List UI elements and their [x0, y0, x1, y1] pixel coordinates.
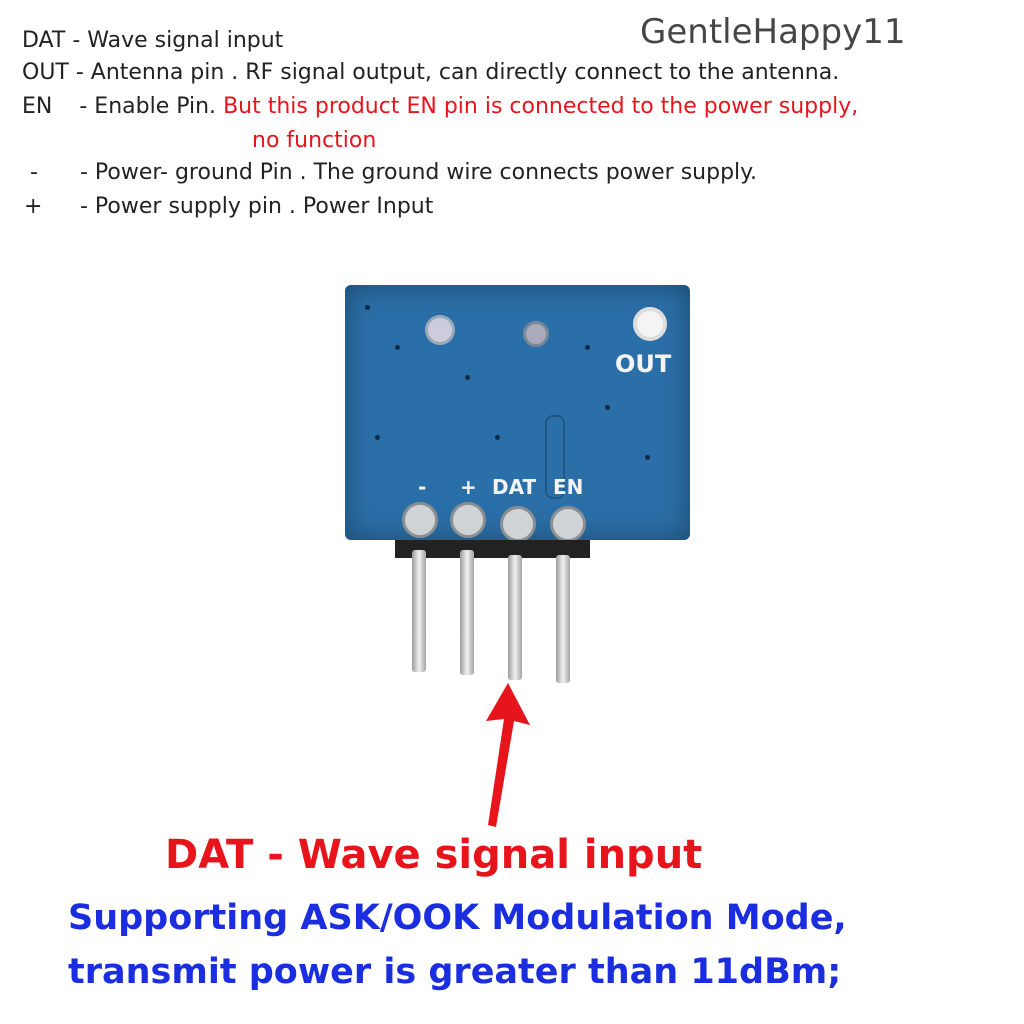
- pin-label-gnd: -: [30, 160, 38, 185]
- pin-desc-en-text: - Enable Pin.: [79, 94, 217, 119]
- pin-note-en-2: no function: [252, 128, 377, 153]
- capacitor: [425, 315, 455, 345]
- pad-vcc: [450, 502, 486, 538]
- pin-desc-dat: DAT - Wave signal input: [22, 28, 284, 53]
- pad-gnd: [402, 502, 438, 538]
- pin-desc-vcc: - Power supply pin . Power Input: [80, 194, 434, 219]
- pin-desc-out: OUT - Antenna pin . RF signal output, ca…: [22, 60, 840, 85]
- board-pin-label-dat: DAT: [492, 475, 537, 499]
- pin-dat: [508, 555, 522, 680]
- red-arrow-icon: [486, 683, 530, 827]
- board-pin-label-vcc: +: [460, 475, 477, 499]
- board-pin-label-en: EN: [553, 475, 584, 499]
- pad-dat: [500, 506, 536, 542]
- via: [523, 321, 549, 347]
- hole: [465, 375, 470, 380]
- pin-label-en: EN: [22, 94, 53, 119]
- pad-en: [550, 506, 586, 542]
- pin-vcc: [460, 550, 474, 675]
- antenna-pad: [633, 307, 667, 341]
- pin-label-vcc: +: [24, 194, 43, 219]
- hole: [645, 455, 650, 460]
- pin-desc-gnd: - Power- ground Pin . The ground wire co…: [80, 160, 758, 185]
- hole: [495, 435, 500, 440]
- trace: [545, 415, 565, 499]
- hole: [365, 305, 370, 310]
- rf-module-pcb: [345, 285, 690, 540]
- hole: [585, 345, 590, 350]
- pin-gnd: [412, 550, 426, 672]
- header-base: [395, 540, 590, 558]
- watermark: GentleHappy11: [640, 12, 906, 52]
- hole: [605, 405, 610, 410]
- caption-line-2: transmit power is greater than 11dBm;: [68, 952, 842, 992]
- caption-line-1: Supporting ASK/OOK Modulation Mode,: [68, 898, 847, 938]
- board-out-label: OUT: [615, 350, 672, 378]
- pin-desc-en: EN - Enable Pin. But this product EN pin…: [22, 94, 858, 120]
- pin-en: [556, 555, 570, 683]
- board-pin-label-gnd: -: [418, 475, 427, 499]
- hole: [375, 435, 380, 440]
- hole: [395, 345, 400, 350]
- caption-title: DAT - Wave signal input: [165, 832, 703, 878]
- pin-note-en: But this product EN pin is connected to …: [223, 94, 859, 119]
